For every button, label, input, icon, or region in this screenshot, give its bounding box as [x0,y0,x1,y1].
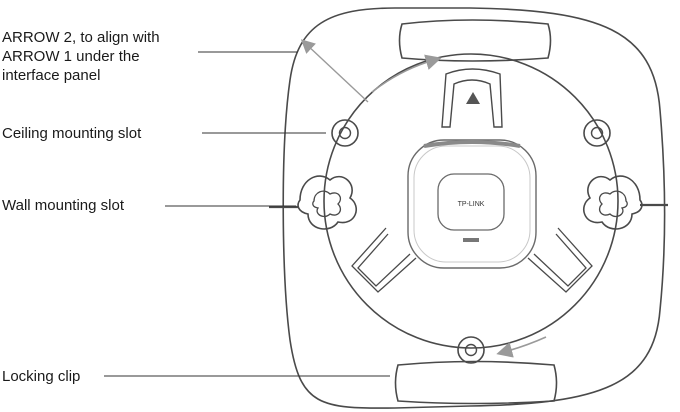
callout-wall-slot: Wall mounting slot [2,196,124,215]
callout-locking-clip: Locking clip [2,367,80,386]
callout-arrow-line1: ARROW 2, to align with [2,28,160,47]
wire-clip-right [528,228,592,292]
status-indicator [463,238,479,242]
wall-slot-left [298,176,356,229]
locking-clip [396,362,557,404]
arrow-2-pointer [306,44,368,102]
wall-slot-right [584,176,642,229]
callout-arrow-line3: interface panel [2,66,160,85]
rotation-arrow-top [372,60,434,92]
callout-arrow-alignment: ARROW 2, to align with ARROW 1 under the… [2,28,160,85]
brand-logo: TP-LINK [458,201,485,208]
arrow-1-triangle-icon [466,92,480,104]
rotation-arrow-bottom [504,337,546,352]
wire-clip-left [352,228,416,292]
ceiling-slot-bottom [458,337,484,363]
callout-ceiling-slot: Ceiling mounting slot [2,124,141,143]
callout-arrow-line2: ARROW 1 under the [2,47,160,66]
